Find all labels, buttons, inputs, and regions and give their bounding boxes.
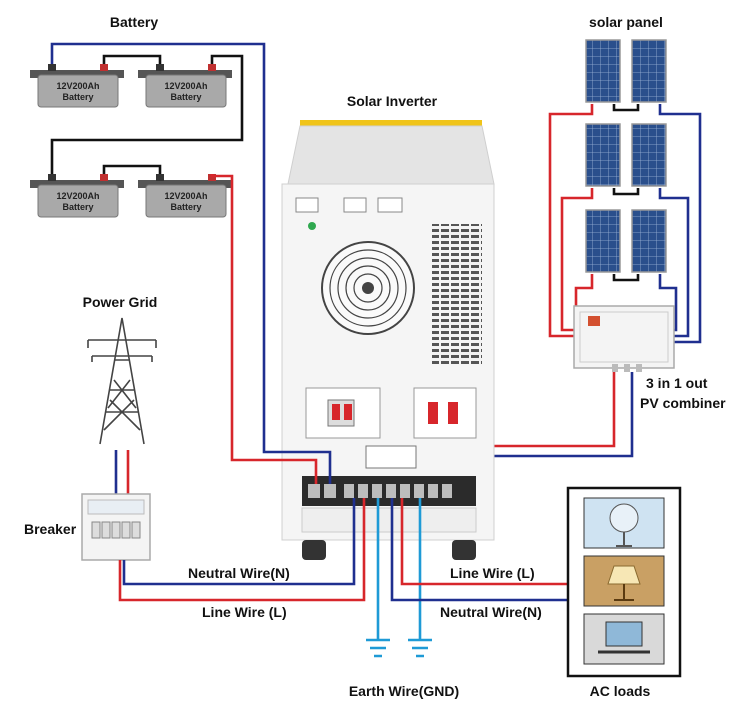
load-neutral-wire	[390, 498, 568, 602]
battery-series-wire	[50, 54, 244, 174]
pv-negative-wire	[658, 104, 702, 344]
battery-label-line2: Battery	[170, 202, 201, 212]
inverter-title: Solar Inverter	[347, 93, 438, 109]
pv-positive-wire	[548, 104, 594, 338]
battery-unit: 12V200Ah Battery	[30, 174, 124, 218]
ac-loads-title: AC loads	[590, 683, 651, 699]
battery-series-wire	[102, 164, 162, 174]
laptop-icon	[605, 621, 643, 647]
breaker-box	[81, 493, 151, 561]
fan-icon	[609, 503, 639, 533]
panel-series-wire	[612, 104, 640, 112]
battery-series-wire	[102, 54, 162, 64]
panel-series-wire	[612, 188, 640, 196]
battery-label-line1: 12V200Ah	[164, 81, 207, 91]
battery-label-line1: 12V200Ah	[164, 191, 207, 201]
battery-label-line2: Battery	[170, 92, 201, 102]
battery-label-line1: 12V200Ah	[56, 191, 99, 201]
pv-combiner-box	[573, 305, 675, 372]
combiner-title-line1: 3 in 1 out	[646, 375, 708, 391]
battery-positive-wire	[210, 174, 318, 484]
earth-wire-label: Earth Wire(GND)	[349, 683, 459, 699]
load-line-label: Line Wire (L)	[450, 565, 535, 581]
battery-unit: 12V200Ah Battery	[30, 64, 124, 108]
panel-series-wire	[612, 274, 640, 282]
ac-loads-box	[566, 486, 682, 678]
load-neutral-label: Neutral Wire(N)	[440, 604, 542, 620]
battery-unit: 12V200Ah Battery	[138, 174, 232, 218]
battery-title: Battery	[110, 14, 158, 30]
solar-panel-array	[585, 39, 667, 273]
pv-positive-wire	[560, 188, 594, 332]
grid-neutral-wire	[122, 498, 356, 586]
breaker-title: Breaker	[24, 521, 77, 537]
battery-label-line2: Battery	[62, 202, 93, 212]
grid-neutral-label: Neutral Wire(N)	[188, 565, 290, 581]
lamp-icon	[607, 565, 641, 585]
battery-negative-wire	[50, 42, 332, 484]
grid-line-label: Line Wire (L)	[202, 604, 287, 620]
grid-line-wire	[118, 498, 366, 602]
solar-inverter	[281, 120, 495, 560]
power-grid-title: Power Grid	[83, 294, 158, 310]
solar-panel-title: solar panel	[589, 14, 663, 30]
power-grid-tower	[87, 317, 157, 445]
load-line-wire	[400, 498, 568, 586]
battery-label-line1: 12V200Ah	[56, 81, 99, 91]
battery-unit: 12V200Ah Battery	[138, 64, 232, 108]
combiner-title-line2: PV combiner	[640, 395, 726, 411]
battery-label-line2: Battery	[62, 92, 93, 102]
pv-negative-wire	[656, 188, 690, 338]
ground-icon	[366, 638, 432, 658]
